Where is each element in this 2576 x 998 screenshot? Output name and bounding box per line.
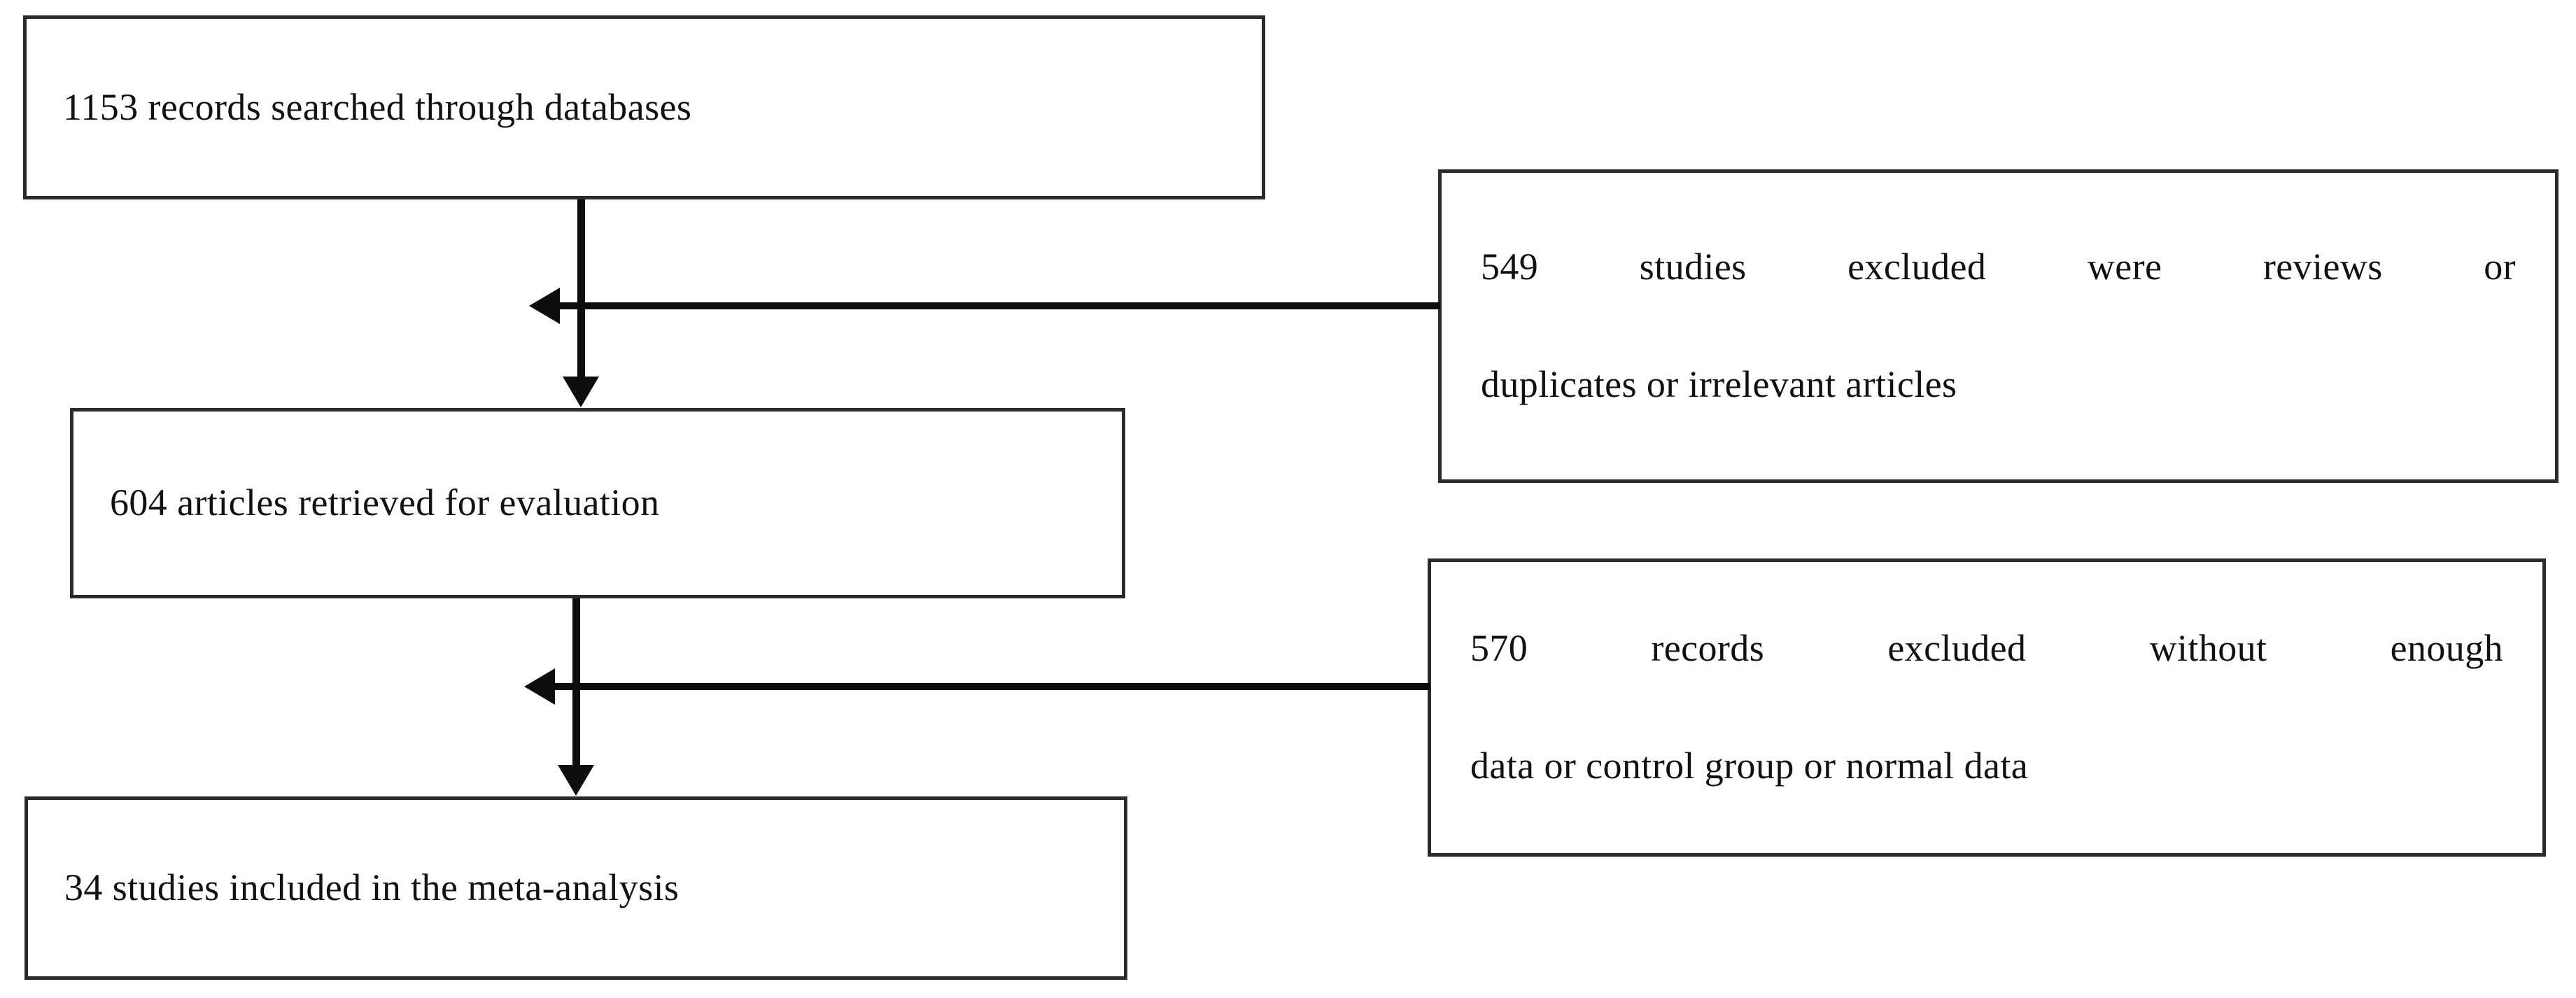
edge-excluded-no-data-arrowhead [524,668,555,705]
edge-excluded-reviews-arrowhead [529,288,560,324]
node-articles-retrieved-label: 604 articles retrieved for evaluation [110,482,660,524]
node-records-searched[interactable]: 1153 records searched through databases [23,15,1265,199]
edge-records-to-articles-arrowhead [563,377,599,407]
edge-articles-to-included-line [572,598,580,766]
edge-excluded-reviews-line [560,302,1440,309]
edge-articles-to-included-arrowhead [558,765,594,796]
node-excluded-no-data-line1: 570 records excluded without enough [1470,627,2503,670]
node-studies-included-label: 34 studies included in the meta-analysis [64,866,680,909]
edge-records-to-articles-line [577,199,585,378]
node-excluded-reviews-label: 549 studies excluded were reviews or dup… [1442,238,2555,414]
node-articles-retrieved[interactable]: 604 articles retrieved for evaluation [70,408,1125,598]
node-excluded-reviews-line1: 549 studies excluded were reviews or [1481,246,2516,288]
edge-excluded-no-data-line [555,683,1430,690]
node-excluded-no-data-line2: data or control group or normal data [1470,744,2029,787]
node-excluded-reviews[interactable]: 549 studies excluded were reviews or dup… [1438,169,2559,483]
node-excluded-reviews-line2: duplicates or irrelevant articles [1481,363,1957,405]
node-excluded-no-data[interactable]: 570 records excluded without enough data… [1428,558,2546,857]
node-records-searched-label: 1153 records searched through databases [63,85,692,128]
node-studies-included[interactable]: 34 studies included in the meta-analysis [24,796,1127,980]
node-excluded-no-data-label: 570 records excluded without enough data… [1431,619,2542,795]
